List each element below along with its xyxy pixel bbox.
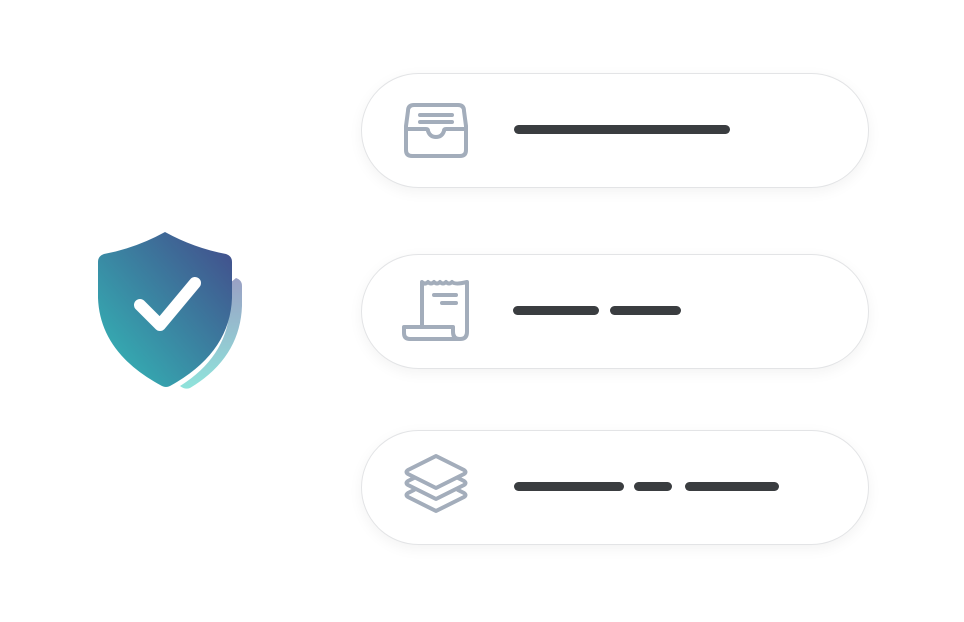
inbox-tray-icon bbox=[404, 103, 468, 158]
receipt-icon bbox=[402, 280, 469, 341]
layers-icon bbox=[404, 454, 468, 513]
placeholder-text-bar bbox=[514, 482, 624, 491]
placeholder-text-bar bbox=[685, 482, 779, 491]
list-item-receipt[interactable] bbox=[361, 254, 869, 369]
list-item-inbox[interactable] bbox=[361, 73, 869, 188]
placeholder-text-bar bbox=[514, 125, 730, 134]
checkmark bbox=[134, 277, 201, 331]
placeholder-text-bar bbox=[634, 482, 672, 491]
placeholder-text-bar bbox=[610, 306, 681, 315]
placeholder-text-bar bbox=[513, 306, 599, 315]
shield-body bbox=[98, 232, 232, 387]
shield-check-icon bbox=[98, 232, 242, 389]
list-item-layers[interactable] bbox=[361, 430, 869, 545]
shield-shadow bbox=[180, 278, 242, 389]
